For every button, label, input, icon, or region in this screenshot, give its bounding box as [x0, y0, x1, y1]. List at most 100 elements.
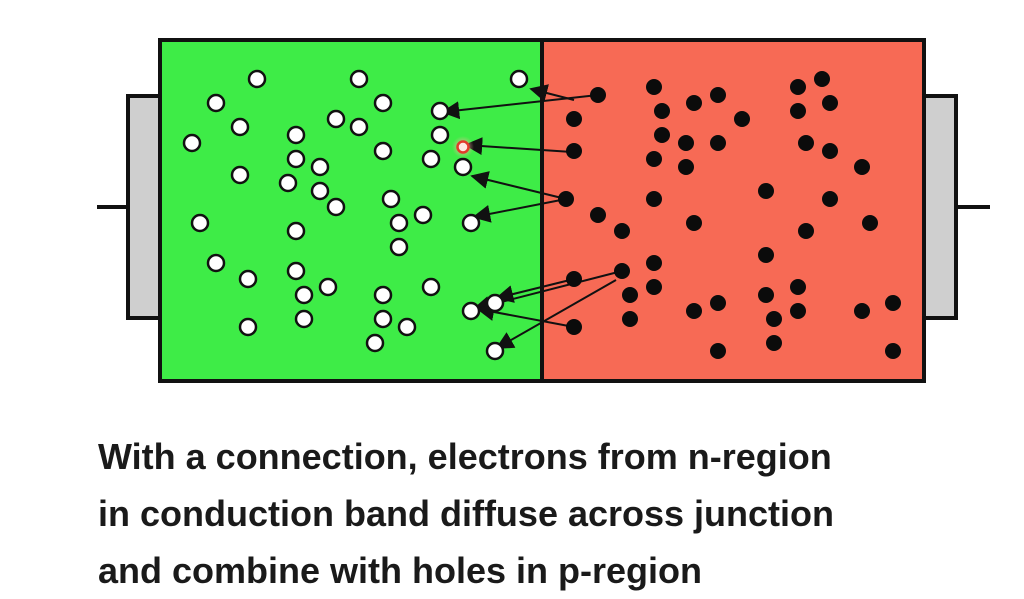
- white-circle: [286, 261, 306, 281]
- caption-line-1: With a connection, electrons from n-regi…: [98, 436, 832, 477]
- black-dot: [622, 311, 638, 327]
- black-dot: [686, 303, 702, 319]
- black-dot: [678, 135, 694, 151]
- white-circle: [326, 197, 346, 217]
- black-dot: [686, 95, 702, 111]
- recombination-dot: [456, 140, 470, 154]
- white-circle: [509, 69, 529, 89]
- black-dot: [622, 287, 638, 303]
- white-circle: [190, 213, 210, 233]
- pn-junction-diagram: [97, 38, 990, 383]
- diffusion-arrow: [470, 171, 567, 200]
- black-dot: [590, 207, 606, 223]
- black-dot: [614, 223, 630, 239]
- black-dot: [758, 183, 774, 199]
- black-dot: [790, 279, 806, 295]
- black-dot: [822, 191, 838, 207]
- black-dot: [710, 295, 726, 311]
- black-dot: [885, 343, 901, 359]
- right-terminal: [920, 94, 958, 320]
- white-circle: [286, 221, 306, 241]
- black-dot: [646, 255, 662, 271]
- black-dot: [654, 103, 670, 119]
- black-dot: [798, 135, 814, 151]
- white-circles-group: [182, 69, 529, 361]
- white-circle: [230, 165, 250, 185]
- white-circle: [286, 149, 306, 169]
- white-circle: [286, 125, 306, 145]
- white-circle: [389, 237, 409, 257]
- white-circle: [421, 277, 441, 297]
- black-dot: [710, 135, 726, 151]
- black-dot: [678, 159, 694, 175]
- white-circle: [461, 213, 481, 233]
- white-circle: [349, 69, 369, 89]
- white-circle: [461, 301, 481, 321]
- white-circle: [326, 109, 346, 129]
- n-region: [160, 40, 542, 381]
- white-circle: [397, 317, 417, 337]
- white-circle: [278, 173, 298, 193]
- black-dot: [790, 303, 806, 319]
- black-dot: [766, 335, 782, 351]
- white-circle: [310, 157, 330, 177]
- black-dot: [646, 279, 662, 295]
- black-dot: [822, 95, 838, 111]
- black-dot: [566, 143, 582, 159]
- white-circle: [230, 117, 250, 137]
- white-circle: [381, 189, 401, 209]
- black-dot: [790, 103, 806, 119]
- black-dot: [558, 191, 574, 207]
- diffusion-arrow: [495, 278, 575, 303]
- white-circle: [349, 117, 369, 137]
- black-dot: [686, 215, 702, 231]
- black-dot: [885, 295, 901, 311]
- white-circle: [238, 269, 258, 289]
- white-circle: [453, 157, 473, 177]
- black-dot: [854, 303, 870, 319]
- white-circle: [238, 317, 258, 337]
- diffusion-arrow: [529, 84, 575, 102]
- white-circle: [430, 125, 450, 145]
- black-dot: [766, 311, 782, 327]
- black-dot: [798, 223, 814, 239]
- diffusion-arrow: [495, 279, 617, 349]
- black-dot: [734, 111, 750, 127]
- white-circle: [373, 93, 393, 113]
- white-circle: [485, 341, 505, 361]
- diffusion-arrow: [472, 198, 567, 223]
- black-dot: [710, 343, 726, 359]
- white-circle: [373, 285, 393, 305]
- white-circle: [294, 285, 314, 305]
- white-circle: [318, 277, 338, 297]
- white-circle: [413, 205, 433, 225]
- left-terminal: [126, 94, 164, 320]
- diffusion-arrows: [441, 84, 623, 349]
- black-dot: [814, 71, 830, 87]
- caption-line-3: and combine with holes in p-region: [98, 550, 703, 591]
- black-dot: [590, 87, 606, 103]
- black-dot: [854, 159, 870, 175]
- white-circle: [182, 133, 202, 153]
- black-dot: [822, 143, 838, 159]
- white-circle: [389, 213, 409, 233]
- caption-line-2: in conduction band diffuse across juncti…: [98, 493, 835, 534]
- white-circle: [206, 93, 226, 113]
- white-circle: [365, 333, 385, 353]
- diffusion-arrow: [441, 94, 599, 120]
- black-dot: [862, 215, 878, 231]
- white-circle: [310, 181, 330, 201]
- black-dot: [566, 111, 582, 127]
- white-circle: [294, 309, 314, 329]
- white-circle: [206, 253, 226, 273]
- black-dot: [566, 319, 582, 335]
- white-circle: [430, 101, 450, 121]
- black-dot: [758, 287, 774, 303]
- black-dot: [646, 79, 662, 95]
- black-dot: [614, 263, 630, 279]
- black-dots-group: [558, 71, 901, 359]
- black-dot: [566, 271, 582, 287]
- black-dot: [790, 79, 806, 95]
- white-circle: [485, 293, 505, 313]
- black-dot: [758, 247, 774, 263]
